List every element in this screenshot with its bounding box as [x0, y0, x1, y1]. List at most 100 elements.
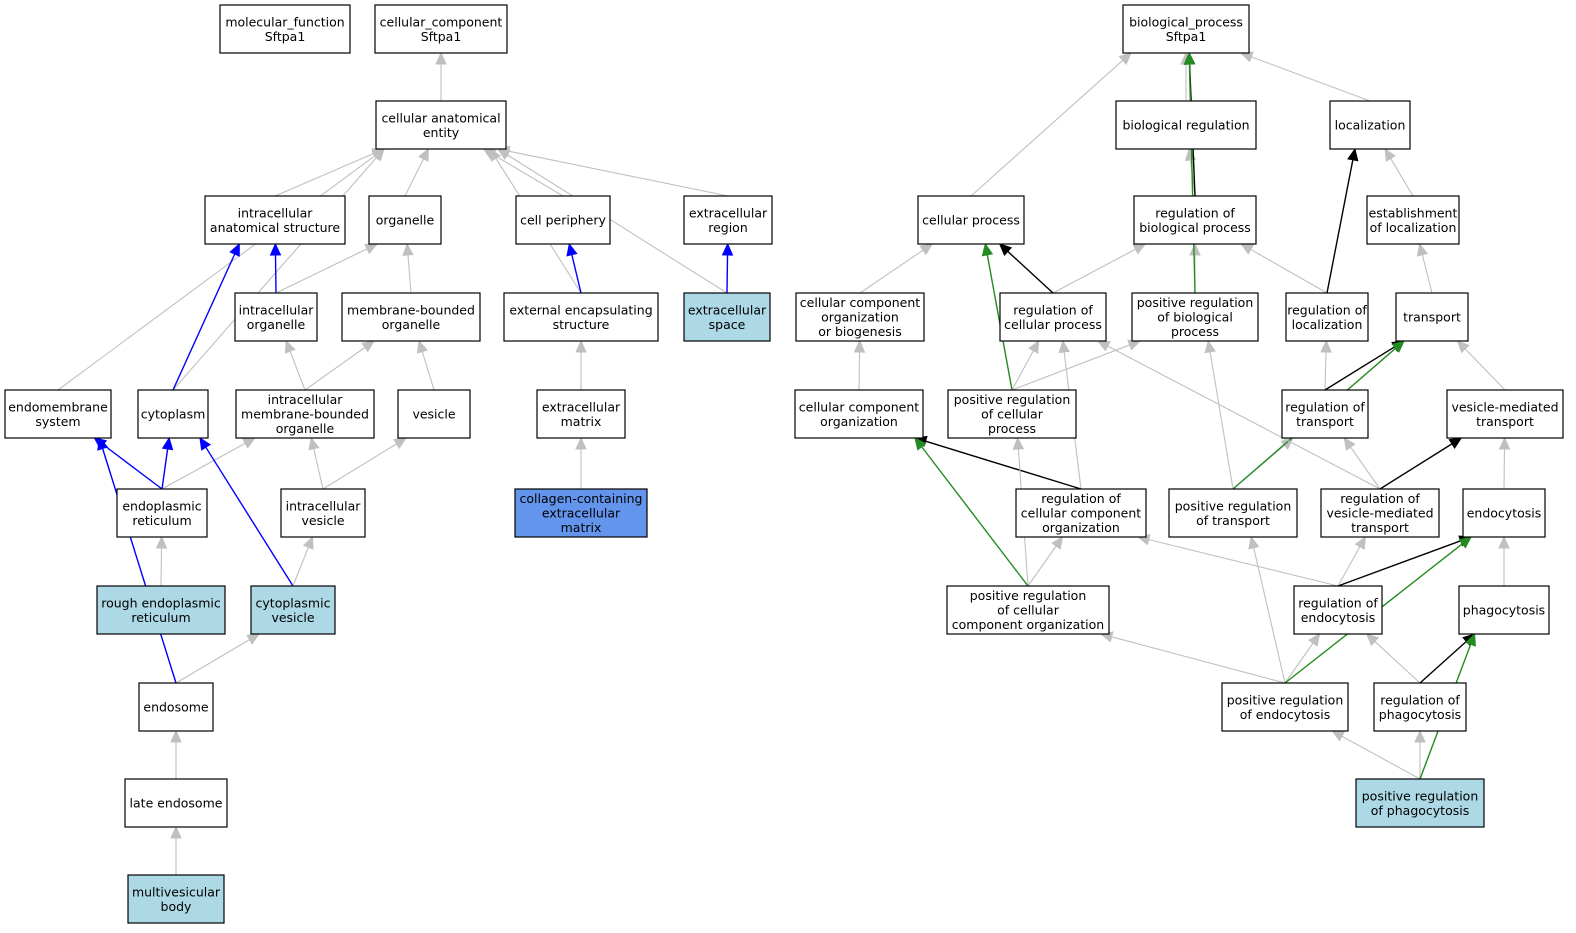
- node-label-line: transport: [1476, 414, 1534, 429]
- node-loc[interactable]: localization: [1329, 100, 1411, 150]
- node-label-line: cellular component: [799, 399, 919, 414]
- node-label-line: cytoplasmic: [256, 595, 331, 610]
- node-label-line: extracellular: [542, 506, 621, 521]
- edge-arrowhead: [418, 147, 429, 162]
- node-label-line: collagen-containing: [520, 491, 643, 506]
- node-label-line: of cellular: [997, 603, 1060, 618]
- node-label-line: positive regulation: [1175, 498, 1292, 513]
- edge-line: [921, 446, 1029, 587]
- edge-arrowhead: [1365, 633, 1380, 647]
- node-org[interactable]: organelle: [368, 195, 442, 245]
- node-box: [946, 585, 1110, 635]
- edge-arrowhead: [1416, 242, 1429, 257]
- edge-is_a: [1414, 729, 1426, 779]
- edge-line: [858, 351, 861, 391]
- node-box: [204, 195, 346, 245]
- edge-is_a: [1365, 633, 1421, 684]
- edge-line: [1341, 735, 1421, 780]
- edge-layer: [57, 51, 1511, 875]
- edge-arrowhead: [361, 340, 375, 353]
- edge-arrowhead: [1028, 339, 1040, 354]
- node-label-line: cellular component: [1021, 506, 1141, 521]
- edge-line: [205, 446, 294, 587]
- node-box: [1395, 292, 1469, 342]
- edge-line: [289, 351, 306, 391]
- edge-line: [292, 547, 309, 587]
- node-label-line: rough endoplasmic: [101, 595, 221, 610]
- edge-is_a: [1320, 339, 1332, 391]
- edge-line: [421, 351, 435, 391]
- node-label-line: vesicle: [301, 513, 344, 528]
- edge-arrowhead: [853, 339, 866, 353]
- node-br[interactable]: biological regulation: [1115, 100, 1257, 150]
- node-tr[interactable]: transport: [1395, 292, 1469, 342]
- node-label-line: anatomical structure: [210, 220, 340, 235]
- node-label-line: body: [161, 899, 193, 914]
- edge-arrowhead: [914, 437, 927, 451]
- edge-arrowhead: [1320, 339, 1332, 353]
- edge-is_a: [416, 339, 435, 391]
- node-box: [234, 292, 318, 342]
- node-label-line: of biological: [1157, 310, 1233, 325]
- node-cp[interactable]: cellular process: [917, 195, 1025, 245]
- node-label-line: endocytosis: [1467, 506, 1542, 521]
- node-le[interactable]: late endosome: [124, 778, 228, 828]
- node-phag[interactable]: phagocytosis: [1458, 585, 1550, 635]
- edge-is_a: [1498, 535, 1510, 586]
- node-label-line: organelle: [382, 317, 441, 332]
- edge-line: [1324, 351, 1327, 391]
- node-endc[interactable]: endocytosis: [1462, 488, 1546, 538]
- edge-line: [1503, 448, 1506, 490]
- node-ves[interactable]: vesicle: [397, 389, 471, 439]
- edge-regulates: [1326, 147, 1359, 294]
- node-label-line: regulation of: [1041, 491, 1121, 506]
- node-box: [116, 488, 208, 538]
- node-endo[interactable]: endosome: [138, 682, 214, 732]
- node-cper[interactable]: cell periphery: [515, 195, 611, 245]
- edge-arrowhead: [1458, 536, 1472, 549]
- node-label-line: vesicle: [271, 610, 314, 625]
- edge-part_of: [269, 242, 282, 294]
- node-box: [1115, 100, 1257, 150]
- node-cyt[interactable]: cytoplasm: [137, 389, 209, 439]
- node-box: [1285, 292, 1369, 342]
- edge-is_a: [155, 535, 168, 587]
